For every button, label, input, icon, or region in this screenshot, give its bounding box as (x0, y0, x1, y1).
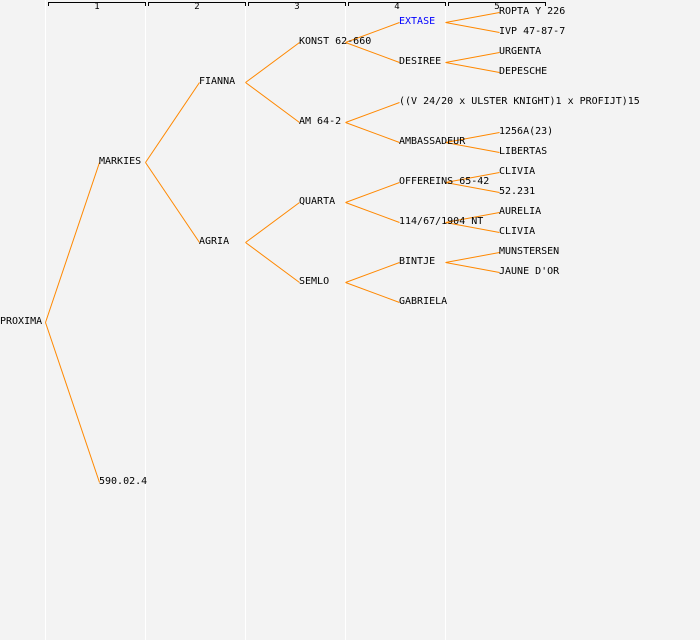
generation-header-4: 4 (348, 2, 446, 12)
pedigree-node[interactable]: ((V 24/20 x ULSTER KNIGHT)1 x PROFIJT)15 (399, 96, 640, 107)
pedigree-node[interactable]: DESIREE (399, 56, 442, 67)
pedigree-node[interactable]: EXTASE (399, 16, 436, 27)
generation-header-5: 5 (448, 2, 546, 12)
pedigree-link (445, 222, 500, 233)
pedigree-node[interactable]: 590.02.4 (99, 476, 148, 487)
pedigree-link (445, 22, 500, 33)
pedigree-node[interactable]: LIBERTAS (499, 146, 548, 157)
pedigree-node[interactable]: SEMLO (299, 276, 330, 287)
pedigree-link (345, 282, 400, 303)
column-separator (245, 0, 246, 640)
pedigree-link (45, 162, 100, 323)
pedigree-link (345, 202, 400, 223)
pedigree-node[interactable]: URGENTA (499, 46, 542, 57)
pedigree-node[interactable]: KONST 62-660 (299, 36, 372, 47)
generation-label: 3 (294, 2, 300, 12)
pedigree-node[interactable]: MUNSTERSEN (499, 246, 560, 257)
pedigree-node[interactable]: BINTJE (399, 256, 436, 267)
pedigree-node[interactable]: 52.231 (499, 186, 536, 197)
generation-header-3: 3 (248, 2, 346, 12)
pedigree-link (445, 212, 500, 223)
pedigree-link (245, 42, 300, 83)
generation-label: 1 (94, 2, 100, 12)
pedigree-node[interactable]: DEPESCHE (499, 66, 548, 77)
pedigree-node[interactable]: AGRIA (199, 236, 230, 247)
pedigree-link (45, 322, 100, 483)
pedigree-link (345, 42, 400, 63)
pedigree-node[interactable]: IVP 47-87-7 (499, 26, 566, 37)
pedigree-link (445, 132, 500, 143)
pedigree-link (345, 102, 400, 123)
generation-header-2: 2 (148, 2, 246, 12)
pedigree-node[interactable]: AMBASSADEUR (399, 136, 466, 147)
pedigree-link (345, 22, 400, 43)
generation-label: 2 (194, 2, 200, 12)
pedigree-node[interactable]: QUARTA (299, 196, 336, 207)
pedigree-link (445, 172, 500, 183)
pedigree-node[interactable]: FIANNA (199, 76, 236, 87)
pedigree-link (145, 82, 200, 163)
pedigree-node[interactable]: MARKIES (99, 156, 142, 167)
pedigree-node[interactable]: OFFEREINS 65-42 (399, 176, 490, 187)
pedigree-link (445, 182, 500, 193)
pedigree-link (245, 242, 300, 283)
pedigree-node[interactable]: 1256A(23) (499, 126, 554, 137)
pedigree-node[interactable]: CLIVIA (499, 226, 536, 237)
pedigree-link (445, 12, 500, 23)
pedigree-node[interactable]: 114/67/1904 NT (399, 216, 484, 227)
pedigree-node[interactable]: PROXIMA (0, 316, 43, 327)
pedigree-node[interactable]: ROPTA Y 226 (499, 6, 566, 17)
pedigree-node[interactable]: JAUNE D'OR (499, 266, 560, 277)
pedigree-node[interactable]: AM 64-2 (299, 116, 342, 127)
pedigree-link (345, 122, 400, 143)
generation-header-1: 1 (48, 2, 146, 12)
pedigree-link (445, 62, 500, 73)
column-separator (345, 0, 346, 640)
column-separator (45, 0, 46, 640)
pedigree-link (345, 262, 400, 283)
pedigree-link (245, 82, 300, 123)
pedigree-link (245, 202, 300, 243)
pedigree-node[interactable]: AURELIA (499, 206, 542, 217)
pedigree-node[interactable]: CLIVIA (499, 166, 536, 177)
column-separator (445, 0, 446, 640)
pedigree-link (445, 142, 500, 153)
pedigree-link (345, 182, 400, 203)
pedigree-link (445, 252, 500, 263)
pedigree-link (445, 262, 500, 273)
pedigree-link (445, 52, 500, 63)
pedigree-node[interactable]: GABRIELA (399, 296, 448, 307)
generation-label: 5 (494, 2, 500, 12)
pedigree-link (145, 162, 200, 243)
column-separator (145, 0, 146, 640)
generation-label: 4 (394, 2, 400, 12)
